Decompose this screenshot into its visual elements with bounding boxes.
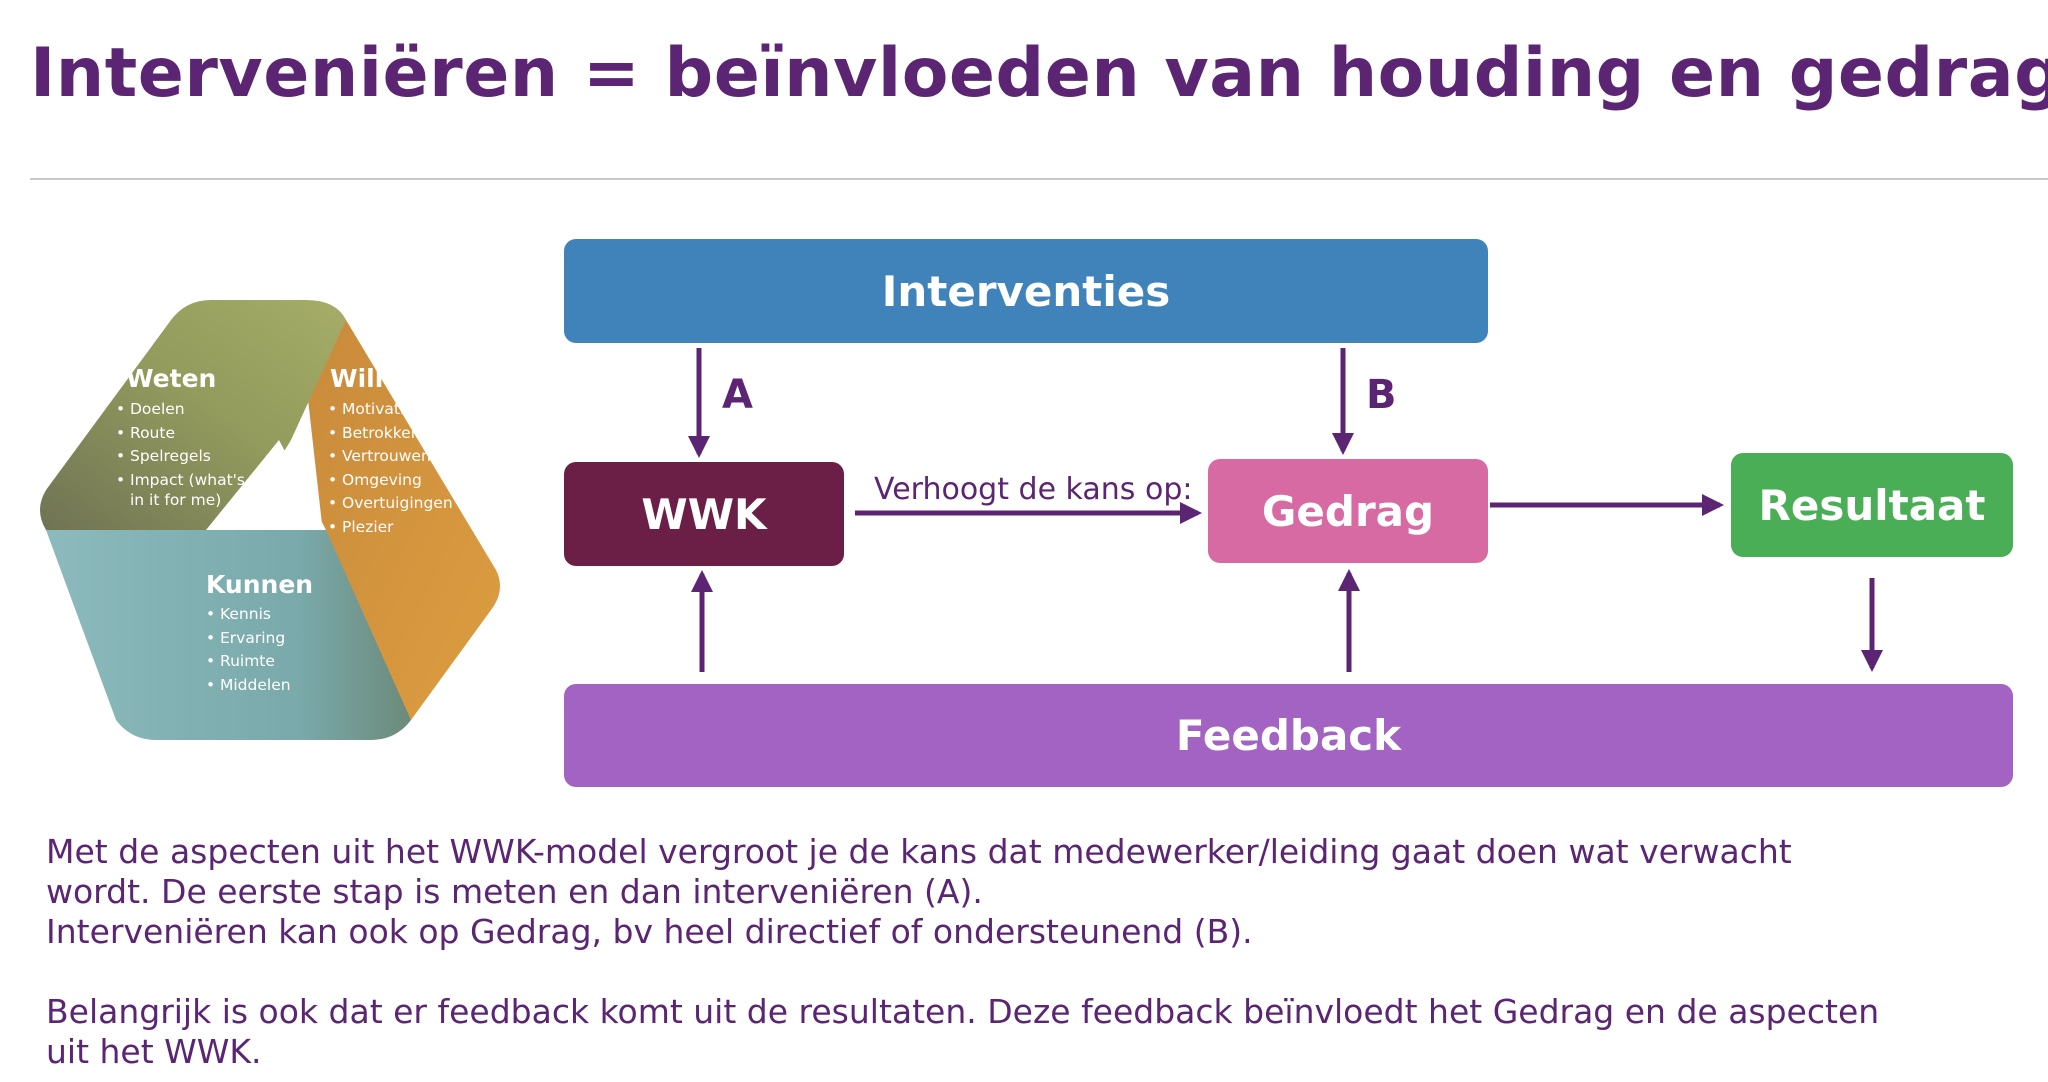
text-line: uit het WWK. bbox=[46, 1032, 262, 1071]
weten-title: Weten bbox=[126, 364, 217, 393]
willen-item: Betrokkenheid bbox=[328, 422, 454, 446]
explanation-text: Met de aspecten uit het WWK-model vergro… bbox=[46, 832, 2006, 1072]
wwk-model-graphic: Weten Doelen Route Spelregels Impact (wh… bbox=[36, 300, 516, 740]
page-title: Interveniëren = beïnvloeden van houding … bbox=[30, 34, 2048, 113]
weten-item: in it for me) bbox=[130, 491, 222, 509]
willen-item: Vertrouwen bbox=[328, 445, 454, 469]
kunnen-list: Kennis Ervaring Ruimte Middelen bbox=[206, 603, 291, 697]
kunnen-item: Kennis bbox=[206, 603, 291, 627]
center-triangle bbox=[206, 440, 326, 530]
resultaat-box: Resultaat bbox=[1731, 453, 2013, 557]
willen-list: Motivatie Betrokkenheid Vertrouwen Omgev… bbox=[328, 398, 454, 539]
label-a: A bbox=[722, 372, 753, 418]
willen-title: Willen bbox=[330, 364, 419, 393]
interventies-box: Interventies bbox=[564, 239, 1488, 343]
text-line: Met de aspecten uit het WWK-model vergro… bbox=[46, 832, 1792, 871]
text-line: wordt. De eerste stap is meten en dan in… bbox=[46, 872, 983, 911]
weten-item: Doelen bbox=[116, 398, 245, 422]
feedback-box: Feedback bbox=[564, 684, 2013, 787]
flow-label: Verhoogt de kans op: bbox=[874, 472, 1193, 507]
kunnen-item: Ervaring bbox=[206, 627, 291, 651]
title-divider bbox=[30, 178, 2048, 180]
willen-item: Plezier bbox=[328, 516, 454, 540]
willen-item: Motivatie bbox=[328, 398, 454, 422]
kunnen-item: Middelen bbox=[206, 674, 291, 698]
text-line: Interveniëren kan ook op Gedrag, bv heel… bbox=[46, 912, 1253, 951]
text-line: Belangrijk is ook dat er feedback komt u… bbox=[46, 992, 1880, 1031]
kunnen-title: Kunnen bbox=[206, 570, 314, 599]
willen-item: Omgeving bbox=[328, 469, 454, 493]
weten-item: Spelregels bbox=[116, 445, 245, 469]
weten-item: Impact (what's bbox=[116, 469, 245, 493]
wwk-box: WWK bbox=[564, 462, 844, 566]
willen-item: Overtuigingen bbox=[328, 492, 454, 516]
label-b: B bbox=[1366, 372, 1397, 418]
weten-item: Route bbox=[116, 422, 245, 446]
kunnen-item: Ruimte bbox=[206, 650, 291, 674]
gedrag-box: Gedrag bbox=[1208, 459, 1488, 563]
weten-list: Doelen Route Spelregels Impact (what's i… bbox=[116, 398, 245, 509]
